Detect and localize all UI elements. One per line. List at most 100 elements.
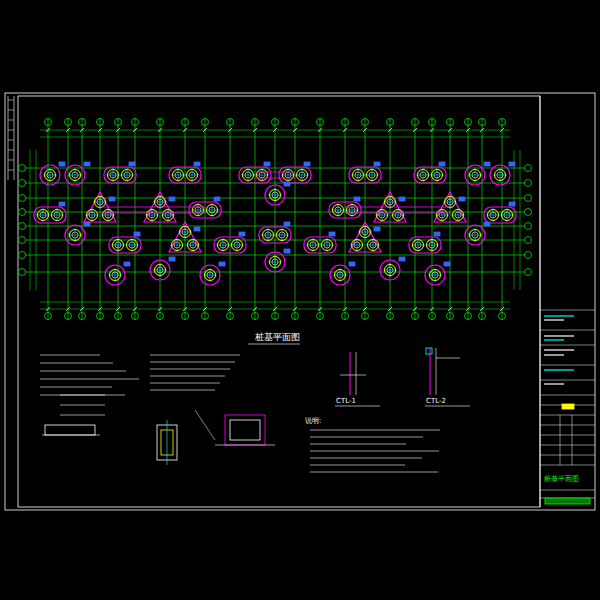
cap-tag: [439, 162, 445, 166]
pile-cross: [223, 238, 224, 252]
axis-bubble: [45, 119, 52, 126]
pile-cross: [57, 208, 58, 222]
pile-cap: [484, 207, 516, 223]
axis-line: [160, 118, 161, 320]
title-block-row: [540, 415, 595, 416]
pile-cap: [169, 167, 201, 183]
tie-beam: [160, 213, 205, 214]
pile-cross: [493, 208, 494, 222]
dimension-tick: [66, 307, 70, 311]
binding-strip: [8, 160, 14, 161]
title-block-row: [540, 465, 595, 466]
title-block-row: [540, 380, 595, 381]
axis-line: [230, 118, 231, 320]
dimension-tick: [430, 307, 434, 311]
pile-cross: [118, 238, 119, 252]
pile-cross: [152, 208, 153, 222]
note-text-stroke: [150, 376, 225, 377]
axis-line: [22, 168, 528, 169]
dimension-tick: [388, 307, 392, 311]
pile-cross: [262, 168, 263, 182]
title-block-text-stroke: [544, 349, 574, 350]
axis-line: [450, 118, 451, 320]
axis-bubble: [227, 313, 234, 320]
cap-tag: [214, 197, 220, 201]
axis-line: [390, 118, 391, 320]
pile-cross: [373, 238, 374, 252]
dimension-tick: [293, 307, 297, 311]
axis-bubble: [412, 119, 419, 126]
note-text-stroke: [310, 444, 406, 445]
axis-bubble: [272, 119, 279, 126]
drawing-label: 桩基平面图: [544, 476, 579, 484]
drawing-title: 桩基平面图: [255, 333, 300, 343]
note-text-stroke: [310, 437, 423, 438]
dimension-tick: [273, 128, 277, 132]
axis-bubble: [252, 119, 259, 126]
cap-tag: [399, 197, 405, 201]
note-text-stroke: [40, 379, 139, 380]
pile-cross: [185, 225, 186, 239]
axis-bubble: [19, 180, 26, 187]
dimension-tick: [480, 307, 484, 311]
pile-cross: [168, 208, 169, 222]
pile-cross: [418, 238, 419, 252]
pile-cap: [65, 225, 85, 245]
dimension-tick: [133, 307, 137, 311]
pile-cap: [279, 167, 311, 183]
axis-line: [205, 118, 206, 320]
dimension-tick: [448, 307, 452, 311]
binding-strip: [8, 170, 14, 171]
axis-bubble: [525, 195, 532, 202]
cap-tag: [194, 162, 200, 166]
pile-cross: [382, 208, 383, 222]
note-text-stroke: [60, 405, 105, 406]
cap-tag: [84, 162, 90, 166]
dimension-tick: [430, 128, 434, 132]
axis-bubble: [79, 313, 86, 320]
pile-cross: [178, 168, 179, 182]
axis-bubble: [292, 119, 299, 126]
dimension-tick: [500, 307, 504, 311]
pile-cross: [458, 208, 459, 222]
binding-strip: [8, 140, 14, 141]
axis-bubble: [182, 313, 189, 320]
pile-cross: [132, 238, 133, 252]
title-block-row: [540, 395, 595, 396]
tie-beam: [160, 207, 205, 208]
cap-tag: [264, 162, 270, 166]
dimension-tick: [203, 307, 207, 311]
pile-cap: [265, 185, 285, 205]
title-block-text-stroke: [544, 339, 564, 340]
axis-bubble: [45, 313, 52, 320]
pile-cap: [330, 265, 350, 285]
note-text-stroke: [40, 355, 100, 356]
cap-tag: [459, 197, 465, 201]
dimension-tick: [183, 307, 187, 311]
title-block-row: [540, 330, 595, 331]
axis-line: [295, 118, 296, 320]
axis-bubble: [525, 223, 532, 230]
dimension-tick: [80, 128, 84, 132]
axis-bubble: [447, 313, 454, 320]
axis-bubble: [362, 119, 369, 126]
cap-tag: [284, 222, 290, 226]
axis-bubble: [19, 195, 26, 202]
pile-cross: [275, 255, 276, 269]
axis-line: [22, 183, 528, 184]
pile-cap: [150, 260, 170, 280]
pile-cap: [65, 165, 85, 185]
dimension-tick: [98, 128, 102, 132]
axis-line: [22, 240, 528, 241]
cap-tag: [329, 232, 335, 236]
pile-cap: [200, 265, 220, 285]
cap-tag: [374, 227, 380, 231]
dimension-tick: [363, 128, 367, 132]
pile-cap: [105, 265, 125, 285]
binding-strip: [8, 150, 14, 151]
axis-bubble: [19, 209, 26, 216]
axis-bubble: [157, 313, 164, 320]
dimension-tick: [228, 307, 232, 311]
pile-cap: [109, 237, 141, 253]
axis-bubble: [252, 313, 259, 320]
